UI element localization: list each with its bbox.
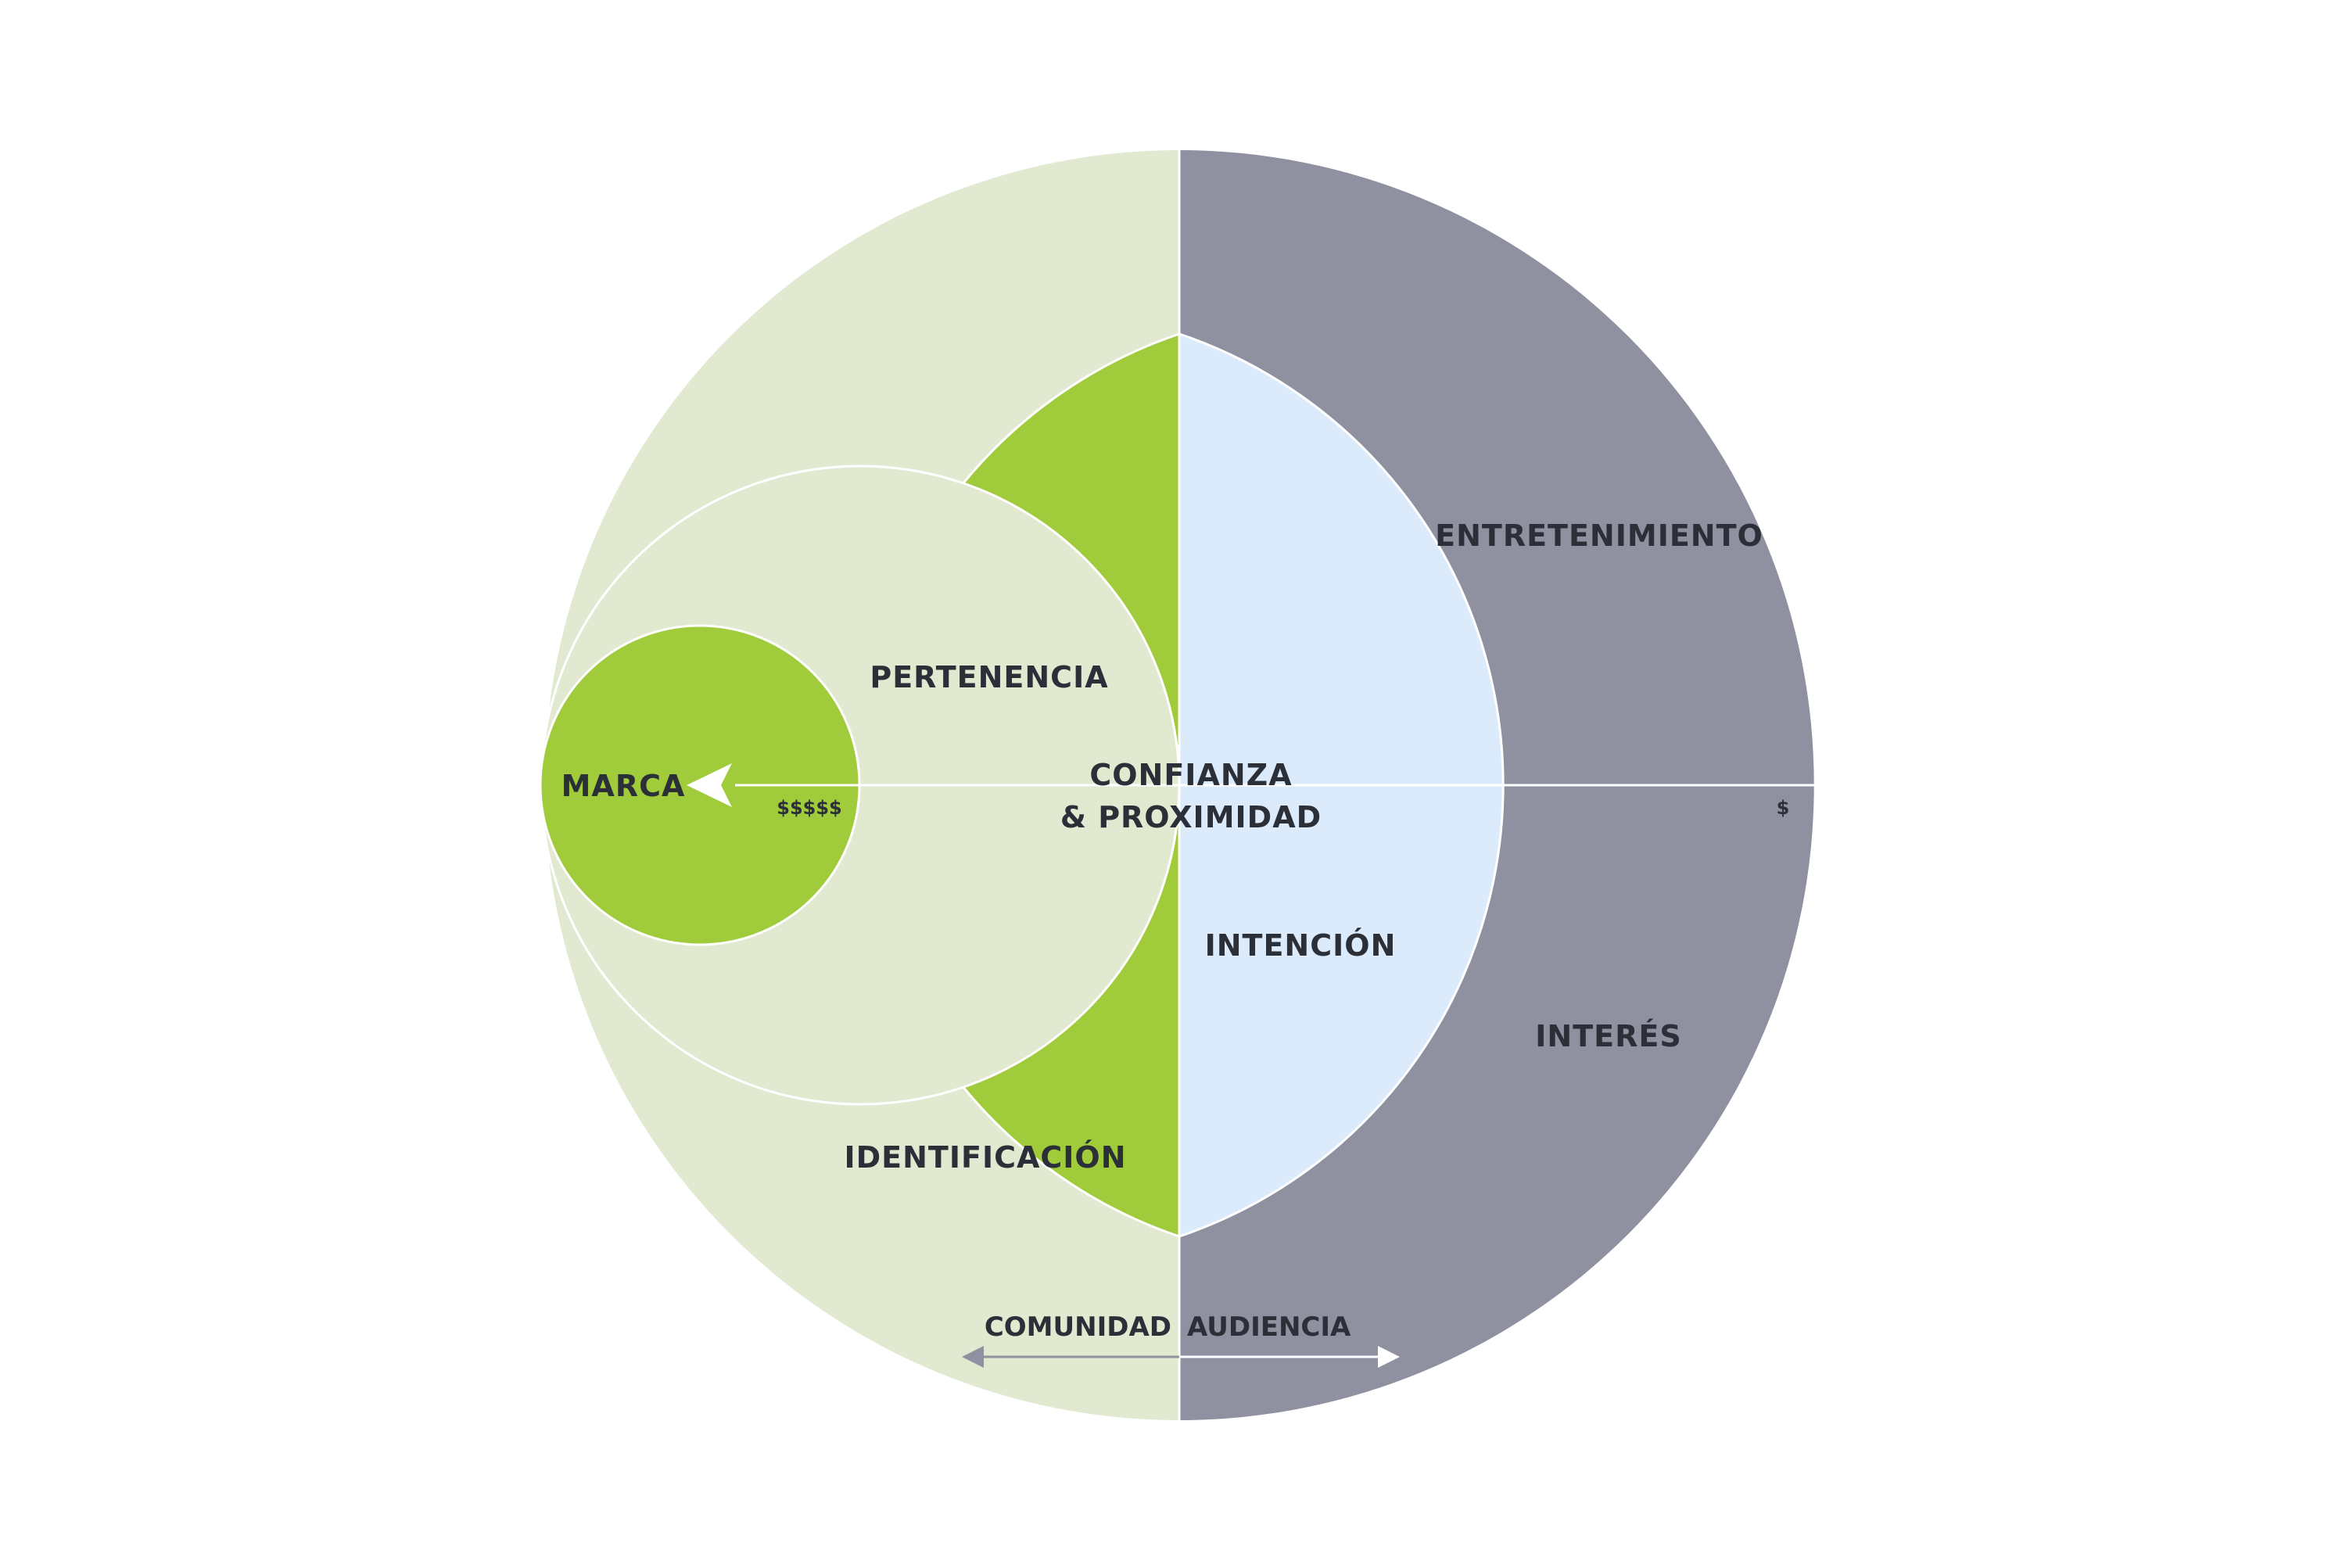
label-identificacion: IDENTIFICACIÓN: [844, 1140, 1126, 1175]
label-money-high: $$$$$: [777, 797, 842, 819]
label-pertenencia: PERTENENCIA: [870, 660, 1108, 694]
arrow-left-icon: [687, 763, 732, 807]
label-audiencia: AUDIENCIA: [1187, 1311, 1351, 1343]
label-proximidad: & PROXIMIDAD: [1060, 800, 1322, 834]
label-comunidad: COMUNIDAD: [985, 1311, 1171, 1343]
label-money-low: $: [1777, 797, 1790, 819]
label-entretenimiento: ENTRETENIMIENTO: [1435, 518, 1763, 553]
label-intencion: INTENCIÓN: [1205, 928, 1397, 963]
label-marca: MARCA: [561, 769, 686, 803]
arrow-right-small-icon: [1378, 1346, 1400, 1368]
label-confianza: CONFIANZA: [1089, 758, 1292, 792]
label-interes: INTERÉS: [1535, 1019, 1681, 1053]
arrow-left-small-icon: [962, 1346, 984, 1368]
